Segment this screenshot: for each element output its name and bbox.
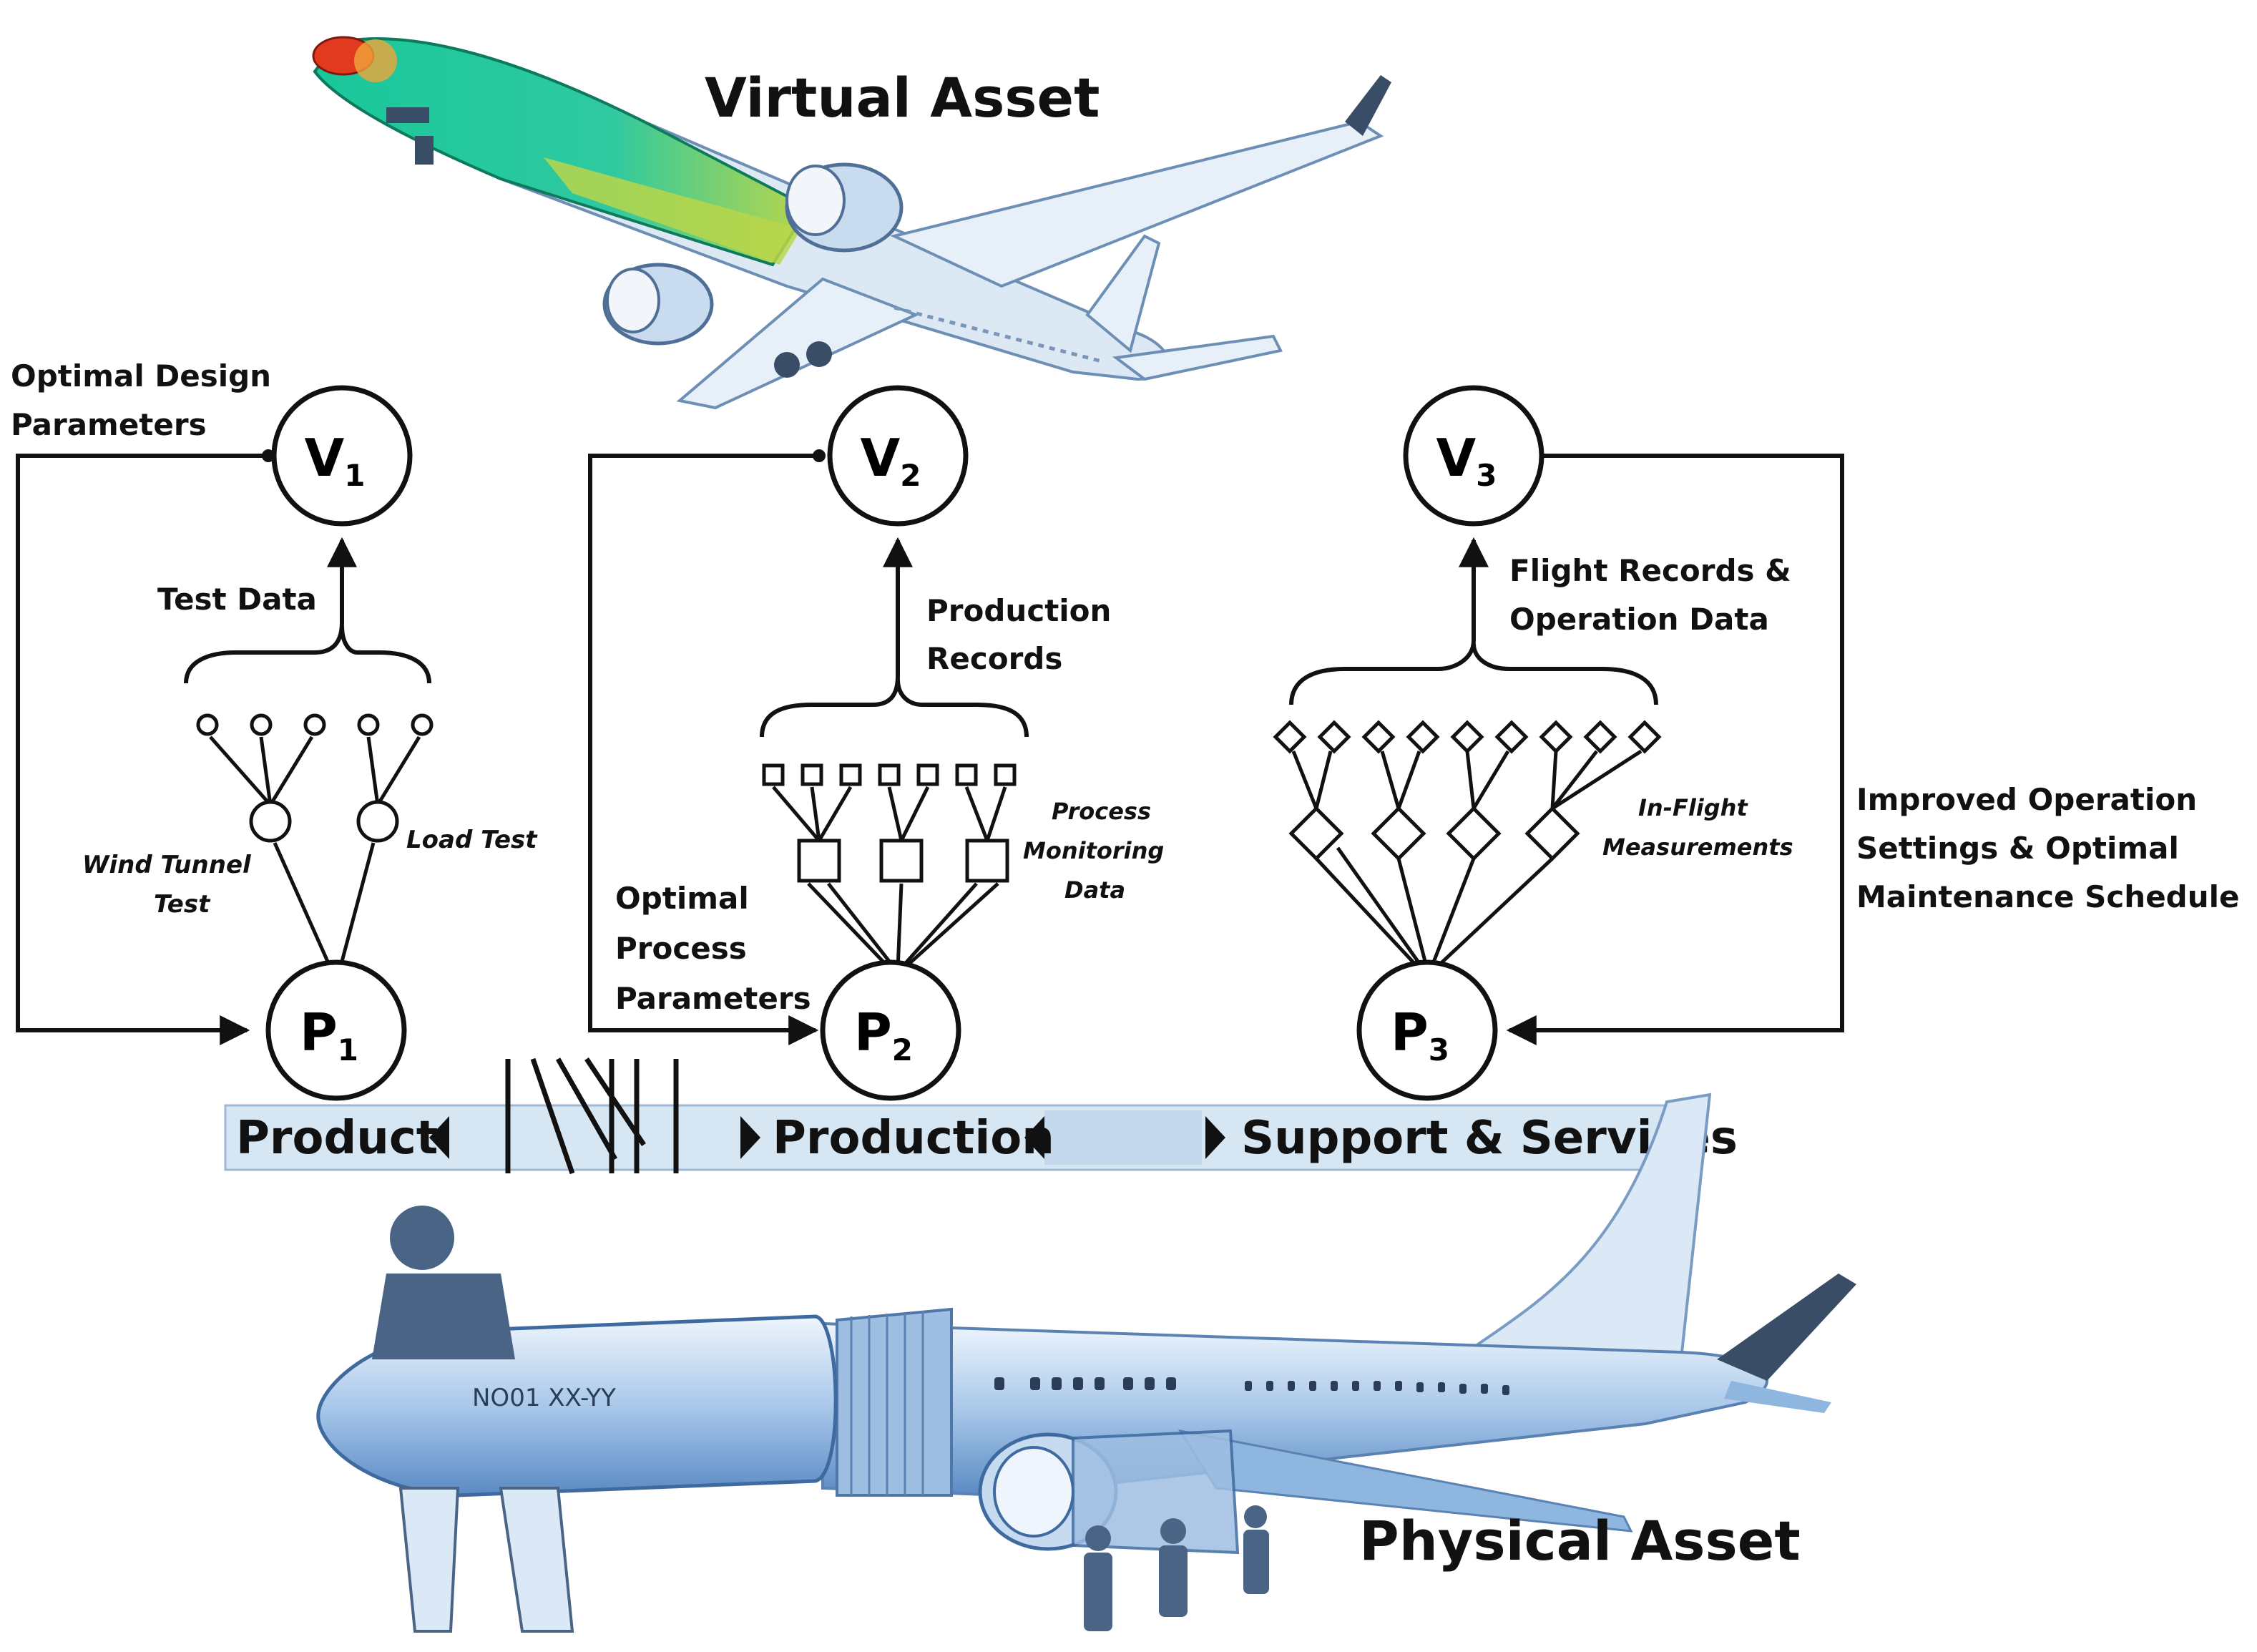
stage-1-data-label: Test Data (157, 582, 317, 617)
stage-1-sensor-a-line2: Test (154, 890, 211, 919)
node-p1: P1 (265, 959, 407, 1101)
virtual-asset-label: Virtual Asset (705, 66, 1100, 129)
process-node-1 (797, 839, 841, 883)
lifecycle-product: Product (236, 1112, 438, 1165)
stage-3-feedback-line1: Improved Operation (1856, 782, 2197, 817)
stage-3-sensor-line1: In-Flight (1638, 794, 1748, 821)
flight-node-4 (1524, 806, 1580, 861)
stage-1-feedback-line1: Optimal Design (11, 358, 271, 394)
workers-illustration (372, 1206, 1269, 1633)
svg-text:P1: P1 (300, 1002, 358, 1067)
aircraft-marking: NO01 XX-YY (472, 1384, 616, 1412)
process-node-3 (965, 839, 1009, 883)
virtual-aircraft-illustration (312, 36, 1391, 410)
flight-node-2 (1371, 806, 1426, 861)
stage-2-sensor-line2: Monitoring (1023, 837, 1164, 864)
svg-text:V3: V3 (1436, 428, 1497, 493)
stage-3-data-line2: Operation Data (1509, 602, 1769, 637)
stage-2-data-line2: Records (926, 641, 1062, 676)
node-v3: V3 (1403, 385, 1544, 527)
stage-2-data-line1: Production (926, 593, 1111, 628)
stage-2-sensor-line3: Data (1064, 876, 1125, 904)
svg-text:P2: P2 (854, 1002, 913, 1067)
lifecycle-band (224, 1057, 1686, 1175)
node-v2: V2 (827, 385, 969, 527)
flight-node-3 (1446, 806, 1502, 861)
stage-3-loop (1273, 449, 1844, 1045)
stage-3-feedback-line3: Maintenance Schedule (1856, 879, 2240, 914)
cabin-windows (994, 1377, 1509, 1395)
stage-2-sensor-line1: Process (1052, 798, 1151, 825)
svg-text:V1: V1 (305, 428, 366, 493)
stage-2-feedback-line2: Process (615, 931, 747, 966)
stage-1-feedback-line2: Parameters (11, 407, 207, 442)
stage-1-loop (16, 449, 434, 1045)
physical-aircraft-illustration: NO01 XX-YY (316, 1093, 1856, 1633)
load-test-node (356, 800, 399, 843)
stage-3-sensor-line2: Measurements (1602, 834, 1793, 861)
node-v1: V1 (271, 385, 413, 527)
node-p2: P2 (820, 959, 961, 1101)
stage-1-sensors (196, 713, 434, 736)
flight-node-1 (1288, 806, 1344, 861)
stage-1-sensor-b-label: Load Test (406, 826, 538, 854)
stage-3-data-line1: Flight Records & (1509, 553, 1791, 588)
physical-asset-label: Physical Asset (1359, 1509, 1801, 1573)
process-node-2 (879, 839, 924, 883)
stage-2-feedback-line3: Parameters (615, 981, 811, 1016)
lifecycle-production: Production (773, 1112, 1054, 1165)
svg-text:P3: P3 (1391, 1002, 1449, 1067)
stage-2-sensors (762, 763, 1017, 786)
stage-3-feedback-line2: Settings & Optimal (1856, 831, 2179, 866)
node-p3: P3 (1356, 959, 1498, 1101)
wind-tunnel-node (249, 800, 292, 843)
engine-illustration (978, 1429, 1240, 1555)
stage-2-loop (588, 449, 1029, 1045)
svg-text:V2: V2 (861, 428, 921, 493)
stage-1-sensor-a-line1: Wind Tunnel (82, 851, 252, 879)
stage-3-sensors (1273, 720, 1662, 754)
stage-2-feedback-line1: Optimal (615, 881, 749, 916)
